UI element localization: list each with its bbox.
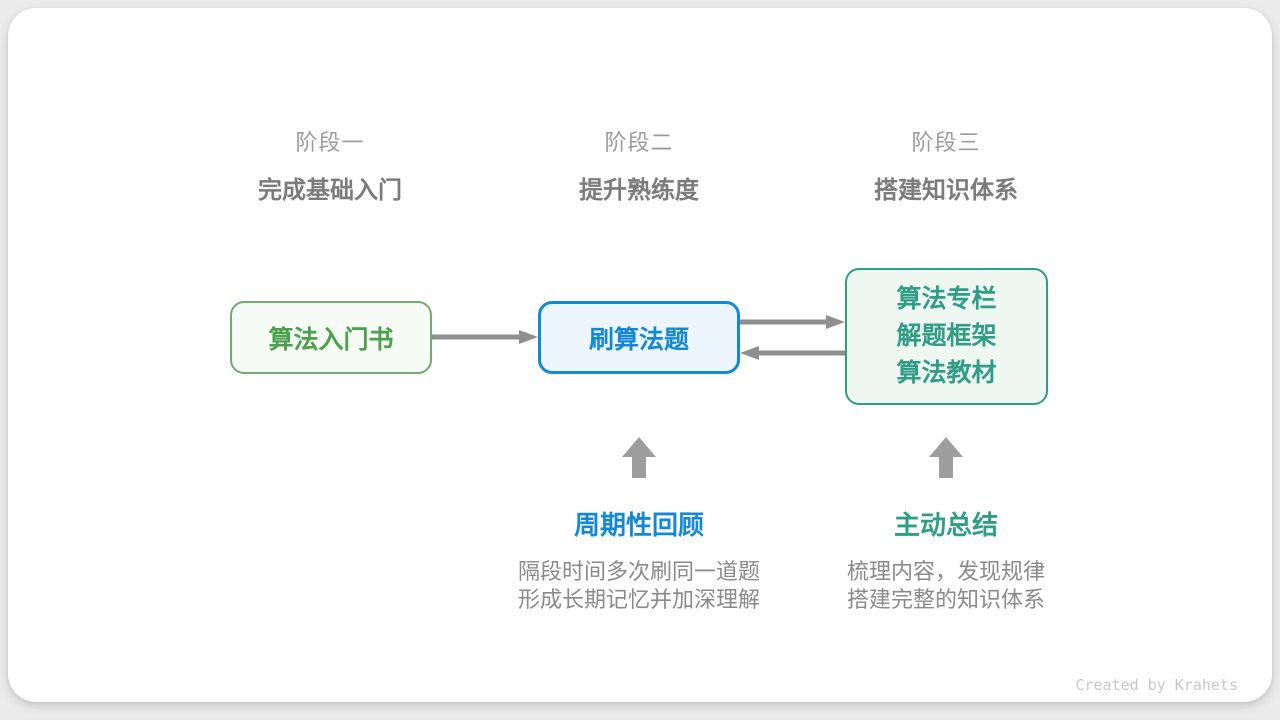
annotation-review-desc-line-1: 隔段时间多次刷同一道题 xyxy=(517,559,760,584)
node-resources-line-1: 算法专栏 xyxy=(896,285,997,313)
node-practice-problems: 刷算法题 xyxy=(538,301,740,374)
stage-1-label: 阶段一 xyxy=(295,130,365,155)
annotation-review-desc: 隔段时间多次刷同一道题 形成长期记忆并加深理解 xyxy=(479,558,799,614)
arrow-resources-to-practice-icon xyxy=(740,346,845,360)
node-resources-line-3: 算法教材 xyxy=(896,359,997,387)
stage-3-label: 阶段三 xyxy=(911,130,981,155)
stage-3-subtitle: 搭建知识体系 xyxy=(874,177,1018,204)
node-resources-line-2: 解题框架 xyxy=(896,322,997,350)
annotation-summary-title: 主动总结 xyxy=(893,510,998,540)
arrow-practice-to-resources-icon xyxy=(740,315,845,329)
stage-header-3: 阶段三 搭建知识体系 xyxy=(796,129,1096,206)
annotation-summary-desc-line-2: 搭建完整的知识体系 xyxy=(846,587,1045,612)
stage-header-2: 阶段二 提升熟练度 xyxy=(489,129,789,206)
annotation-summary: 主动总结 xyxy=(796,510,1096,540)
annotation-summary-desc: 梳理内容，发现规律 搭建完整的知识体系 xyxy=(786,558,1106,614)
stage-2-label: 阶段二 xyxy=(604,130,674,155)
node-intro-book-label: 算法入门书 xyxy=(268,325,394,354)
node-knowledge-resources: 算法专栏 解题框架 算法教材 xyxy=(845,268,1048,405)
annotation-review-title: 周期性回顾 xyxy=(573,510,704,540)
arrow-intro-to-practice-icon xyxy=(432,330,538,344)
stage-2-subtitle: 提升熟练度 xyxy=(579,177,699,204)
annotation-review: 周期性回顾 xyxy=(489,510,789,540)
node-intro-book: 算法入门书 xyxy=(230,301,432,374)
stage-1-subtitle: 完成基础入门 xyxy=(258,177,402,204)
up-arrow-review-icon xyxy=(622,437,656,478)
annotation-summary-desc-line-1: 梳理内容，发现规律 xyxy=(846,559,1045,584)
watermark-credit: Created by Krahets xyxy=(1075,676,1238,694)
annotation-review-desc-line-2: 形成长期记忆并加深理解 xyxy=(517,587,760,612)
node-practice-problems-label: 刷算法题 xyxy=(588,325,689,354)
stage-header-1: 阶段一 完成基础入门 xyxy=(180,129,480,206)
up-arrow-summary-icon xyxy=(929,437,963,478)
